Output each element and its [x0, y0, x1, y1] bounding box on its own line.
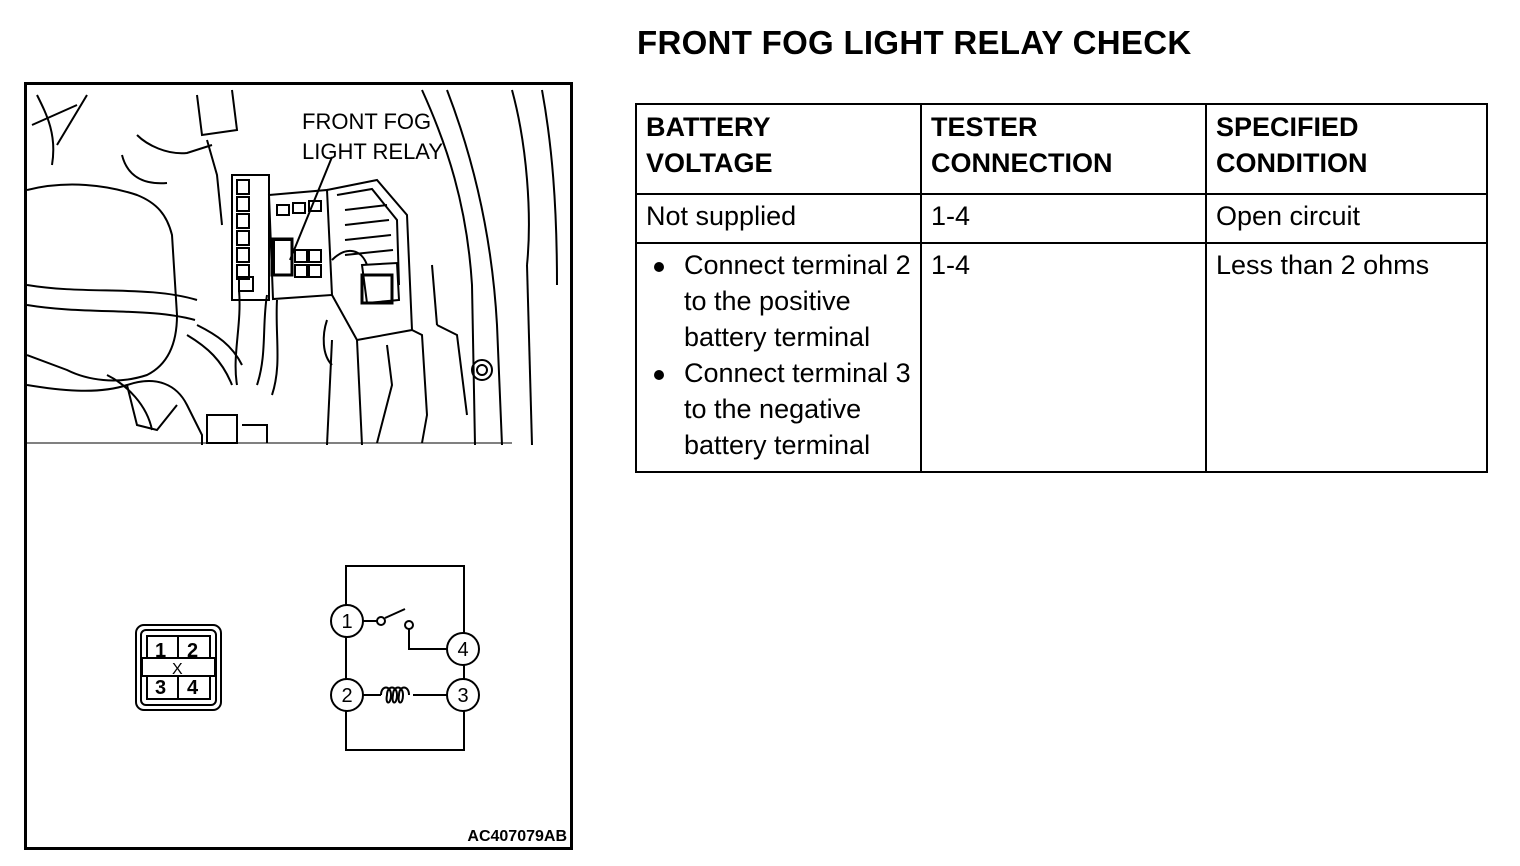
connector-terminal-2: 2	[187, 640, 198, 662]
list-item: Connect terminal 3 to the negative batte…	[654, 355, 912, 463]
header-specified-condition: SPECIFIED CONDITION	[1205, 103, 1488, 195]
cell-tester-connection: 1-4	[920, 242, 1207, 473]
cell-specified-condition: Less than 2 ohms	[1205, 242, 1488, 473]
connector-center-mark: X	[172, 661, 183, 678]
relay-circuit-schematic	[330, 565, 480, 751]
circuit-terminal-3: 3	[457, 685, 468, 707]
cell-specified-condition: Open circuit	[1205, 193, 1488, 244]
circuit-terminal-1: 1	[341, 611, 352, 633]
table-header-row: BATTERY VOLTAGE TESTER CONNECTION SPECIF…	[635, 103, 1488, 195]
page-title: FRONT FOG LIGHT RELAY CHECK	[637, 24, 1192, 61]
connector-terminal-1: 1	[155, 640, 166, 662]
table-row: Connect terminal 2 to the positive batte…	[635, 242, 1488, 473]
header-battery-voltage: BATTERY VOLTAGE	[635, 103, 922, 195]
cell-battery-voltage: Not supplied	[635, 193, 922, 244]
callout-line-1: FRONT FOG	[302, 109, 432, 134]
list-item: Connect terminal 2 to the positive batte…	[654, 247, 912, 355]
connector-terminal-3: 3	[155, 677, 166, 699]
circuit-terminal-4: 4	[457, 639, 468, 661]
relay-location-figure: 1 2 3 4 X 1 4 2 3	[24, 82, 573, 850]
header-tester-connection: TESTER CONNECTION	[920, 103, 1207, 195]
relay-check-table: BATTERY VOLTAGE TESTER CONNECTION SPECIF…	[635, 103, 1488, 473]
bullet-dot-icon	[654, 262, 664, 272]
relay-connector-diagram	[135, 624, 222, 711]
circuit-terminal-2: 2	[341, 685, 352, 707]
connector-terminal-4: 4	[187, 677, 199, 699]
bullet-list: Connect terminal 2 to the positive batte…	[646, 247, 912, 463]
table-row: Not supplied 1-4 Open circuit	[635, 193, 1488, 244]
bullet-dot-icon	[654, 370, 664, 380]
figure-id: AC407079AB	[467, 828, 567, 845]
engine-bay-illustration: 1 2 3 4 X 1 4 2 3	[27, 89, 558, 751]
cell-tester-connection: 1-4	[920, 193, 1207, 244]
cell-battery-voltage: Connect terminal 2 to the positive batte…	[635, 242, 922, 473]
callout-line-2: LIGHT RELAY	[302, 139, 444, 164]
relay-callout-label: FRONT FOG LIGHT RELAY	[302, 107, 443, 167]
